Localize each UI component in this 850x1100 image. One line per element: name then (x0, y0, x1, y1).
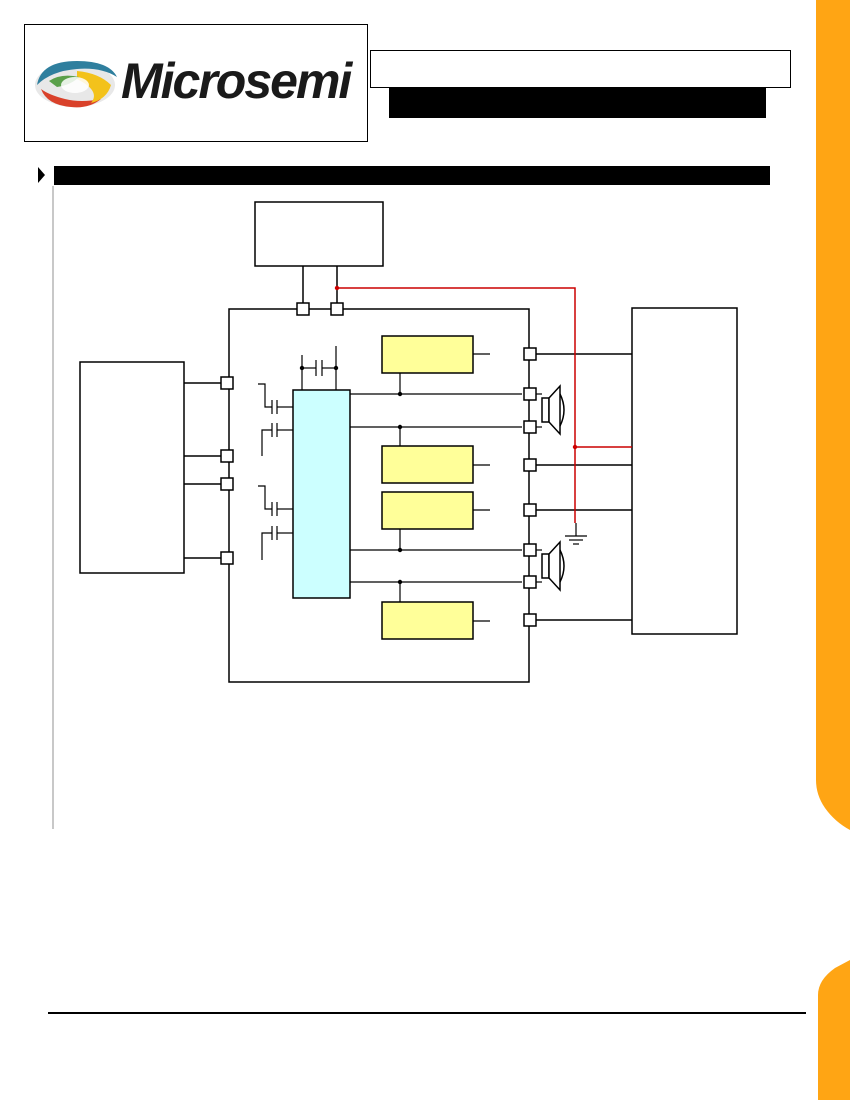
document-subtitle-bar (389, 88, 766, 118)
left-block (79, 361, 185, 574)
top-block (254, 201, 384, 267)
footer-rule (48, 1012, 806, 1014)
speaker-icon (541, 540, 565, 592)
logo-wordmark: Microsemi (121, 53, 352, 109)
triangle-right-icon (38, 167, 45, 183)
yellow-block-2 (381, 445, 474, 484)
amplifier-ic (292, 389, 351, 599)
side-tab-shape (816, 0, 850, 1100)
section-left-rule (52, 186, 54, 829)
speaker-icon (541, 384, 565, 436)
logo-box: Microsemi (24, 24, 368, 142)
yellow-block-4 (381, 601, 474, 640)
yellow-block-1 (381, 335, 474, 374)
microsemi-swirl-icon (35, 61, 117, 108)
document-title-box (370, 50, 791, 88)
right-block (631, 307, 738, 635)
section-heading-bar (54, 166, 770, 185)
main-board (228, 308, 530, 683)
yellow-block-3 (381, 491, 474, 530)
